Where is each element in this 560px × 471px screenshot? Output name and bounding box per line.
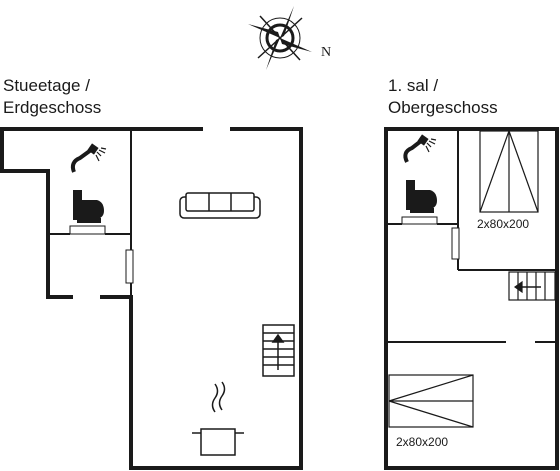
ground-floor-walls xyxy=(0,127,303,470)
bed-lower-icon xyxy=(388,374,474,428)
ground-floor-door-panels xyxy=(69,225,134,284)
sofa-icon xyxy=(179,192,261,219)
first-floor-walls xyxy=(384,127,559,470)
stairs-down-icon xyxy=(508,271,556,301)
shower-icon xyxy=(70,143,107,173)
compass-rose-icon xyxy=(248,6,312,70)
first-floor-door-panels xyxy=(401,216,460,260)
first-floor-title-line2: Obergeschoss xyxy=(388,98,498,117)
ground-floor-inner-walls xyxy=(48,131,132,297)
compass-north-label: N xyxy=(321,45,332,60)
bed-lower-label: 2x80x200 xyxy=(396,435,449,449)
toilet-icon xyxy=(73,190,104,223)
stove-pot-icon xyxy=(192,381,244,456)
ground-floor-title-line1: Stueetage / xyxy=(3,76,90,95)
first-floor-inner-walls xyxy=(388,131,555,343)
toilet-icon xyxy=(406,180,437,213)
shower-icon xyxy=(403,134,437,163)
bed-upper-icon xyxy=(479,130,539,213)
bed-upper-label: 2x80x200 xyxy=(477,217,530,231)
ground-floor-title-line2: Erdgeschoss xyxy=(3,98,102,117)
first-floor-title-line1: 1. sal / xyxy=(388,76,439,95)
stairs-up-icon xyxy=(262,324,295,377)
